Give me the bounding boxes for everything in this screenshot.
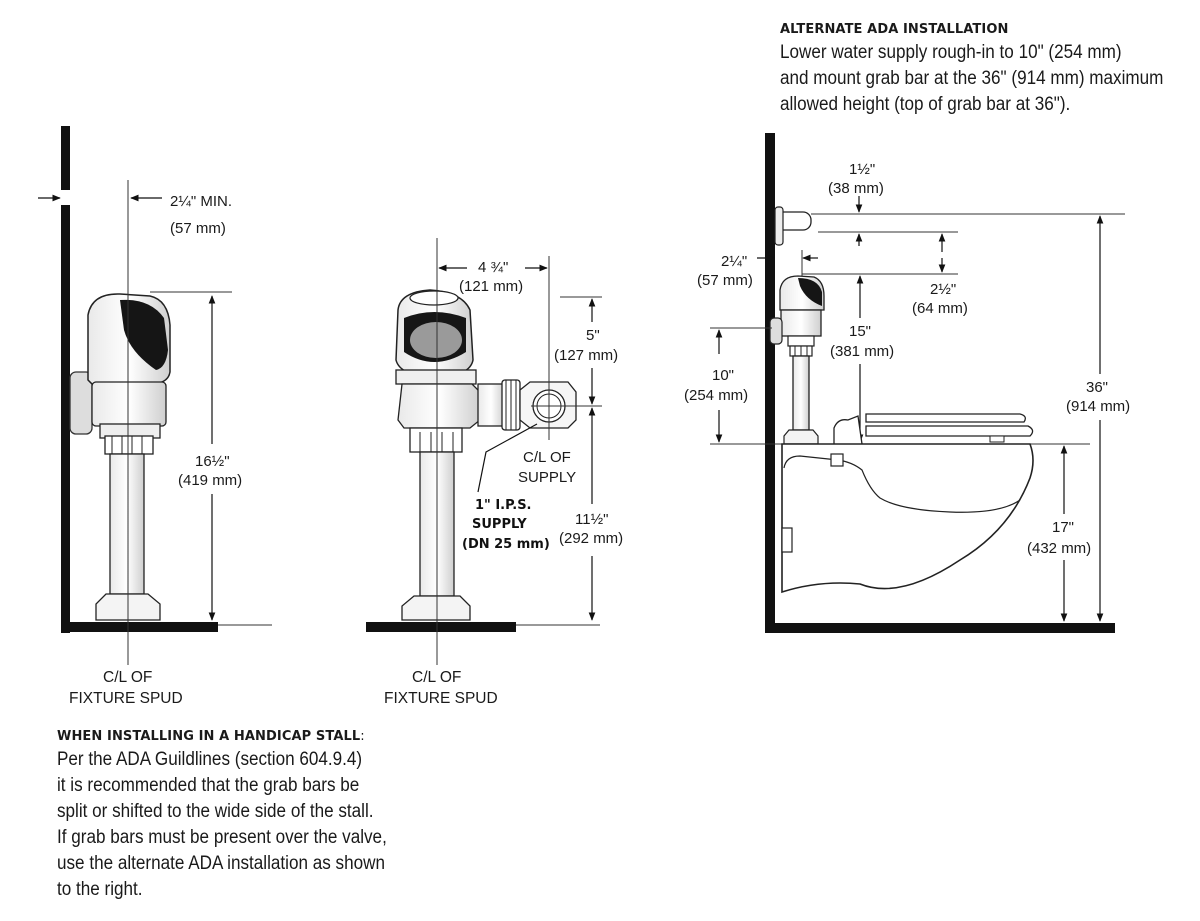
toilet-lid bbox=[865, 425, 1034, 437]
right-grab-offset-label: 1½" bbox=[849, 161, 875, 178]
handicap-note-line: to the right. bbox=[57, 879, 143, 900]
toilet-bowl bbox=[781, 443, 1034, 594]
alt-ada-line: Lower water supply rough-in to 10" (254 … bbox=[780, 42, 1122, 63]
right-grab-height-label: 36" bbox=[1086, 379, 1108, 396]
front-view: 4 ¾" (121 mm) 5" (127 mm) C/L OF SUPPLY … bbox=[366, 238, 623, 707]
right-valve-gap-metric: (64 mm) bbox=[912, 300, 968, 317]
alt-ada-title: ALTERNATE ADA INSTALLATION bbox=[780, 22, 1009, 37]
handicap-note-title-colon: : bbox=[360, 729, 365, 744]
handicap-note-body: Per the ADA Guildlines (section 604.9.4)… bbox=[57, 747, 387, 903]
center-coupling-nut bbox=[409, 427, 463, 453]
center-valve-body bbox=[397, 383, 481, 429]
center-ips-label-2: SUPPLY bbox=[472, 517, 527, 532]
left-height-metric: (419 mm) bbox=[178, 472, 242, 489]
right-valve-height-metric: (381 mm) bbox=[830, 343, 894, 360]
left-wall-clearance-label: 2¼" MIN. bbox=[170, 193, 232, 210]
handicap-note-title: WHEN INSTALLING IN A HANDICAP STALL: bbox=[57, 729, 365, 744]
left-centerline-label-1: C/L OF bbox=[103, 669, 152, 686]
left-centerline-label-2: FIXTURE SPUD bbox=[69, 690, 183, 707]
center-offset-metric: (121 mm) bbox=[459, 278, 523, 295]
left-wall-clearance-metric: (57 mm) bbox=[170, 220, 226, 237]
left-wall-gap bbox=[58, 190, 73, 205]
right-flush-tube bbox=[792, 355, 810, 431]
right-wall-clearance-metric: (57 mm) bbox=[697, 272, 753, 289]
right-supply-metric: (254 mm) bbox=[684, 387, 748, 404]
right-bowl-height-label: 17" bbox=[1052, 519, 1074, 536]
left-height-label: 16½" bbox=[195, 453, 230, 470]
left-side-view: 2¼" MIN. (57 mm) 16½" (419 mm) C/L OF FI… bbox=[38, 126, 272, 707]
center-centerline-label-2: FIXTURE SPUD bbox=[384, 690, 498, 707]
left-floor bbox=[61, 622, 218, 632]
center-offset-label: 4 ¾" bbox=[478, 259, 508, 276]
right-valve-gap-label: 2½" bbox=[930, 281, 956, 298]
left-sensor-window bbox=[120, 299, 168, 370]
handicap-note-line: If grab bars must be present over the va… bbox=[57, 827, 387, 848]
right-valve-height-label: 15" bbox=[849, 323, 871, 340]
right-grab-offset-metric: (38 mm) bbox=[828, 180, 884, 197]
center-ips-label-3: (DN 25 mm) bbox=[462, 537, 550, 552]
handicap-note-line: use the alternate ADA installation as sh… bbox=[57, 853, 385, 874]
center-top-metric: (127 mm) bbox=[554, 347, 618, 364]
right-grab-height-metric: (914 mm) bbox=[1066, 398, 1130, 415]
alt-ada-line: and mount grab bar at the 36" (914 mm) m… bbox=[780, 68, 1164, 89]
toilet-seat bbox=[865, 413, 1026, 423]
left-valve-body bbox=[91, 381, 167, 427]
center-floor bbox=[366, 622, 516, 632]
center-lower-metric: (292 mm) bbox=[559, 530, 623, 547]
handicap-note-title-text: WHEN INSTALLING IN A HANDICAP STALL bbox=[57, 729, 361, 744]
right-floor bbox=[765, 623, 1115, 633]
right-wall bbox=[765, 133, 775, 633]
center-ips-label-1: 1" I.P.S. bbox=[475, 498, 532, 513]
alt-ada-body: Lower water supply rough-in to 10" (254 … bbox=[780, 40, 1163, 118]
handicap-note-line: Per the ADA Guildlines (section 604.9.4) bbox=[57, 749, 363, 770]
center-supply-cl-label-1: C/L OF bbox=[523, 449, 571, 466]
handicap-note-line: split or shifted to the wide side of the… bbox=[57, 801, 374, 822]
center-lower-label: 11½" bbox=[575, 511, 608, 528]
alt-ada-line: allowed height (top of grab bar at 36"). bbox=[780, 94, 1071, 115]
center-top-label: 5" bbox=[586, 327, 600, 344]
center-supply-cl-label-2: SUPPLY bbox=[518, 469, 576, 486]
right-supply-label: 10" bbox=[712, 367, 734, 384]
center-spud-base bbox=[401, 595, 471, 621]
center-centerline-label-1: C/L OF bbox=[412, 669, 461, 686]
right-wall-clearance-label: 2¼" bbox=[721, 253, 747, 270]
left-flush-tube bbox=[109, 453, 145, 595]
alternate-ada-view: 1½" (38 mm) 2¼" (57 mm) 2½" (64 mm) 15" … bbox=[684, 133, 1130, 633]
right-valve-body bbox=[780, 309, 822, 337]
center-supply-arm bbox=[477, 383, 505, 427]
right-bowl-height-metric: (432 mm) bbox=[1027, 540, 1091, 557]
left-wall bbox=[61, 126, 70, 633]
handicap-note-line: it is recommended that the grab bars be bbox=[57, 775, 360, 796]
